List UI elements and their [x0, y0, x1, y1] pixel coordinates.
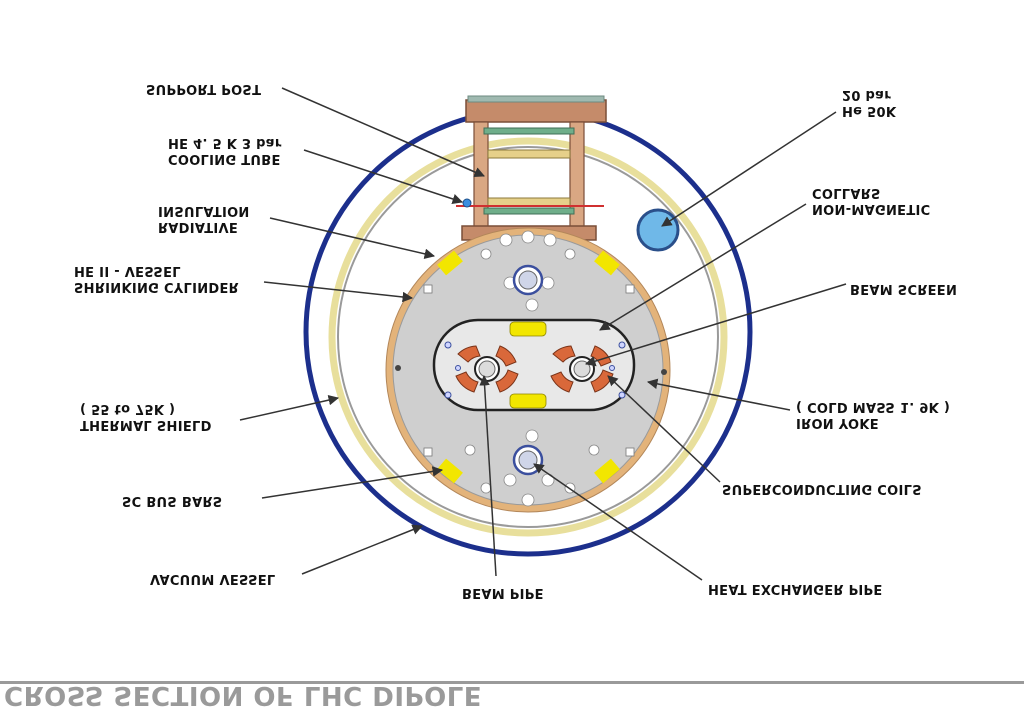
heat-exchanger-pipe-inner: [518, 450, 538, 470]
sc-bus-bar: [437, 250, 463, 276]
leader-iron-yoke: [646, 378, 791, 411]
label-he50k-line1: 20 bar: [842, 87, 891, 102]
leader-vacuum-vessel: [301, 524, 423, 575]
label-cooling-tube-line2: COOLING TUBE: [168, 151, 281, 166]
leader-cooling-tube: [303, 149, 463, 205]
side-stud-left: [395, 365, 401, 371]
label-cooling-tube-line1: HE 4. 5 K 3 bar: [168, 135, 282, 150]
support-post: [456, 95, 607, 241]
label-collars: NON-MAGNETIC COLLARS: [812, 184, 930, 216]
leader-collars: [599, 203, 807, 331]
leader-sc-bus-bars: [261, 466, 444, 499]
yoke-holes: [464, 230, 600, 507]
label-sc-bus-bars: SC BUS BARS: [122, 493, 223, 508]
leader-radiative-insulation: [269, 217, 436, 259]
yoke-notches: [423, 284, 635, 457]
label-support-post: SUPPORT POST: [146, 81, 262, 96]
label-vacuum-vessel: VACUUM VESSEL: [150, 571, 276, 586]
label-he50k-line2: He 50K: [842, 103, 897, 118]
heat-exchanger-hole-top-inner: [518, 270, 538, 290]
sc-bus-bar: [594, 250, 620, 276]
label-superconducting-coils: SUPERCONDUCTING COILS: [722, 481, 922, 496]
label-he50k: He 50K 20 bar: [842, 86, 896, 118]
label-collars-line2: NON-MAGNETIC: [812, 201, 931, 216]
label-thermal-shield: THERMAL SHIELD ( 55 to 75K ): [80, 400, 212, 432]
label-iron-yoke-line1: ( COLD MASS 1. 9K ): [796, 399, 951, 414]
label-beam-pipe: BEAM PIPE: [462, 585, 544, 600]
sc-bus-bar: [594, 458, 620, 484]
label-shrinking-cylinder-line2: SHRINKING CYLINDER: [74, 279, 239, 294]
label-cooling-tube: COOLING TUBE HE 4. 5 K 3 bar: [168, 134, 282, 166]
leader-thermal-shield: [239, 394, 340, 421]
sc-bus-bar: [437, 458, 463, 484]
leader-beam-pipe: [479, 374, 497, 577]
label-iron-yoke-line2: IRON YOKE: [796, 415, 879, 430]
side-stud-right: [661, 369, 667, 375]
leader-lines: [239, 87, 847, 581]
leader-sc-coils: [607, 375, 721, 483]
leader-beam-screen: [584, 283, 847, 367]
label-heat-exchanger-pipe: HEAT EXCHANGER PIPE: [708, 581, 883, 596]
collar-pins: [444, 341, 626, 399]
label-collars-line1: COLLARS: [812, 185, 881, 200]
label-iron-yoke: IRON YOKE ( COLD MASS 1. 9K ): [796, 398, 950, 430]
label-radiative-insulation: RADIATIVE INSULATION: [158, 202, 250, 234]
diagram-title: CROSS SECTION OF LHC DIPOLE: [4, 680, 483, 710]
leader-heat-exchanger: [533, 463, 703, 581]
collar-insert-bottom: [509, 393, 547, 409]
thermal-shield-ring: [328, 137, 728, 537]
thermal-shield-inner-edge: [337, 146, 719, 528]
collar-insert-top: [509, 321, 547, 337]
label-beam-screen: BEAM SCREEN: [850, 281, 958, 296]
label-shrinking-cylinder: SHRINKING CYLINDER HE II - VESSEL: [74, 262, 239, 294]
leader-support-post: [281, 87, 485, 178]
leader-shrinking-cylinder: [263, 281, 414, 303]
he50k-pipe: [636, 208, 680, 252]
label-radiative-insulation-line2: RADIATIVE: [158, 219, 239, 234]
leader-he50k: [661, 111, 837, 227]
label-thermal-shield-line2: THERMAL SHIELD: [80, 417, 212, 432]
cooling-tube: [462, 198, 472, 208]
label-thermal-shield-line1: ( 55 to 75K ): [80, 401, 176, 416]
label-he-vessel-line1: HE II - VESSEL: [74, 263, 181, 278]
label-radiative-insulation-line1: INSULATION: [158, 203, 250, 218]
title-rule: [0, 681, 1024, 684]
